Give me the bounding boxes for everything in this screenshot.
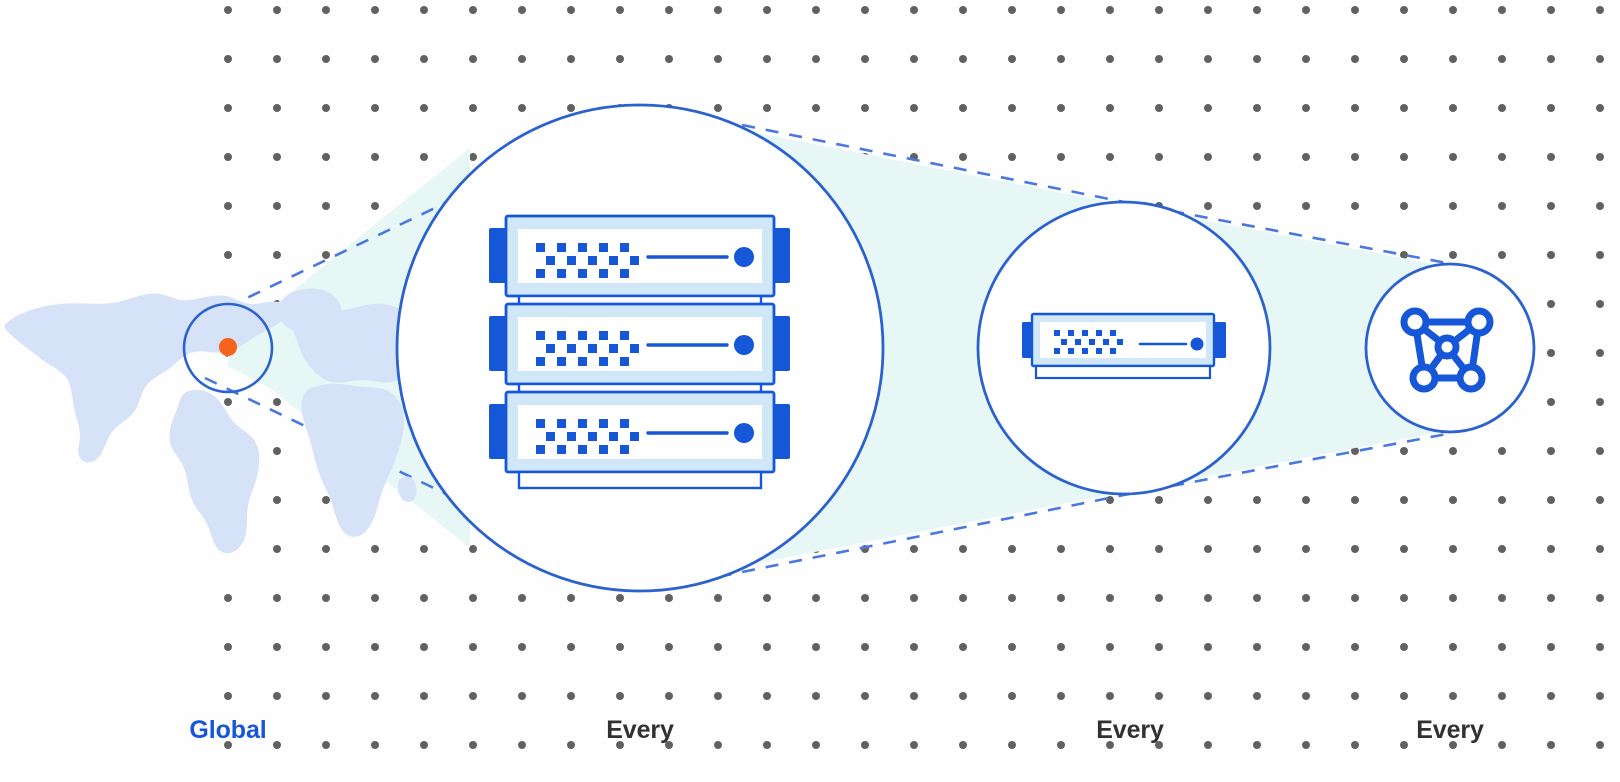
- network-node-bottom-left: [1409, 363, 1439, 393]
- network-node-graph-icon: [1400, 307, 1494, 393]
- server-rack-icon: [489, 214, 790, 490]
- server-led-1: [734, 247, 754, 267]
- stage-label-line1: Every: [1096, 716, 1164, 744]
- server-led-2: [734, 335, 754, 355]
- stage-label-line1: Global: [189, 716, 267, 744]
- server-unit-3: [489, 390, 790, 474]
- server-led-3: [734, 423, 754, 443]
- server-vents-3: [536, 419, 639, 454]
- network-node-top-left: [1400, 307, 1430, 337]
- globe-highlight-circle: [182, 302, 274, 394]
- single-server-led: [1190, 337, 1204, 351]
- single-server-vents: [1054, 330, 1123, 354]
- stage-label-server: Every server: [1030, 668, 1230, 782]
- stage-label-service: Every service: [1350, 668, 1550, 782]
- network-node-center: [1434, 334, 1460, 360]
- server-vents-2: [536, 331, 639, 366]
- server-unit-1: [489, 214, 790, 298]
- network-node-top-right: [1464, 307, 1494, 337]
- stage-label-line1: Every: [1416, 716, 1484, 744]
- stage-label-data-center: Every data center: [520, 668, 760, 782]
- server-unit-2: [489, 302, 790, 386]
- network-node-bottom-right: [1456, 363, 1486, 393]
- stage-label-global-network: Global network: [128, 668, 328, 782]
- server-vents-1: [536, 243, 639, 278]
- single-server-icon: [1022, 312, 1226, 380]
- stage-label-line1: Every: [606, 716, 674, 744]
- location-pin-dot: [219, 338, 237, 356]
